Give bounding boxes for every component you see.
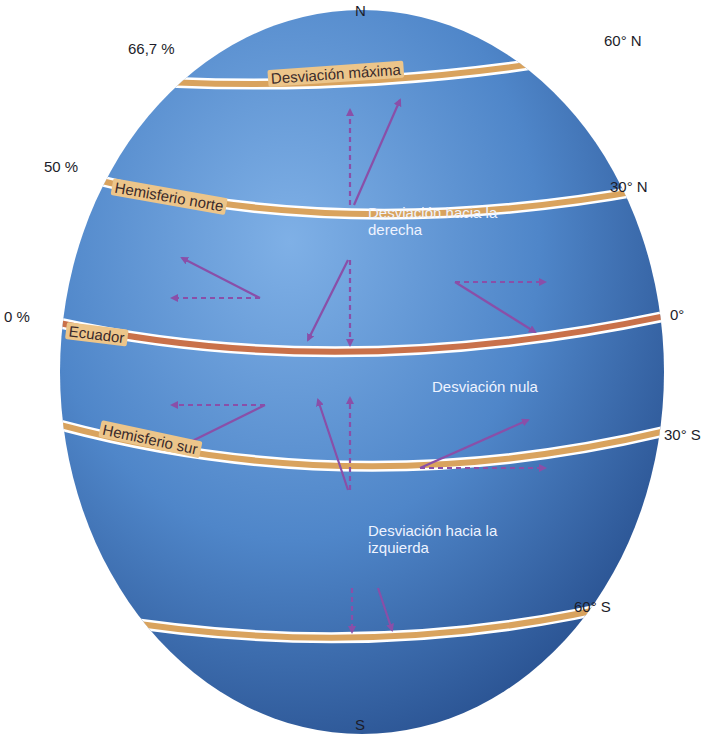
percent-label: 0 % — [4, 308, 30, 325]
percent-label: 66,7 % — [128, 40, 175, 57]
pole-label: N — [355, 2, 366, 19]
latitude-label: 60° N — [604, 32, 642, 49]
deflection-arrows — [172, 100, 545, 632]
percent-label: 50 % — [44, 158, 78, 175]
deflection-note: Desviación hacia la derecha — [368, 204, 508, 239]
latitude-label: 30° N — [610, 178, 648, 195]
deflection-note: Desviación hacia la izquierda — [368, 522, 503, 557]
latitude-label: 0° — [670, 306, 684, 323]
latitude-label: 60° S — [574, 598, 611, 615]
pole-label: S — [355, 716, 365, 733]
deflection-note: Desviación nula — [432, 378, 538, 395]
latitude-bands — [55, 42, 670, 638]
globe — [60, 10, 664, 734]
latitude-label: 30° S — [664, 426, 701, 443]
